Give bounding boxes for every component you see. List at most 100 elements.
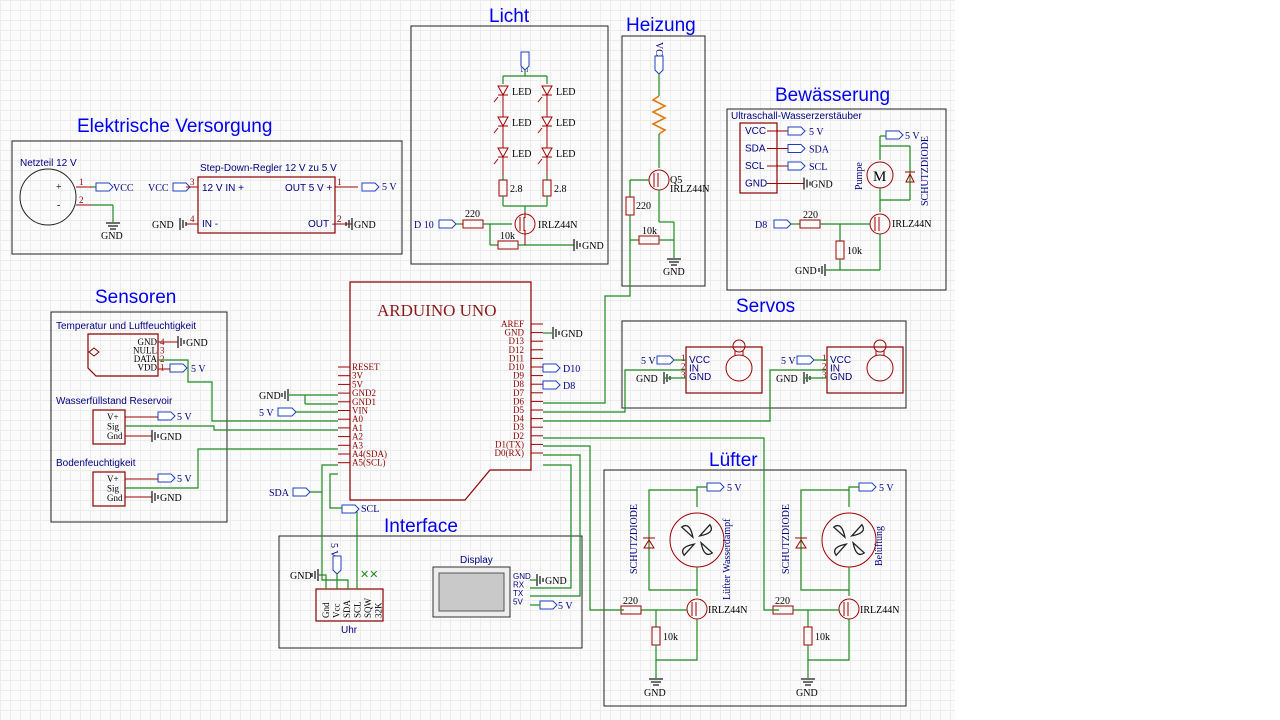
arduino-pin-a0: A0 [352,414,363,424]
fan-symbol [669,512,725,568]
svg-text:5 V: 5 V [191,364,206,375]
licht-resistor-label: 2.8 [510,184,523,195]
svg-text:SCL: SCL [361,504,379,515]
title-luefter: Lüfter [709,450,758,471]
temp-pin-number: 1 [160,363,165,373]
display-pin-5v: 5V [513,598,523,607]
arduino-pin-d1(tx): D1(TX) [495,439,524,449]
svg-text:2: 2 [79,195,84,205]
arduino-pin-a1: A1 [352,423,363,433]
temp-pin-null: NULL [133,346,157,356]
arduino-pin-d10: D10 [509,362,525,372]
netzteil-symbol [19,168,77,226]
zerstaeuber-net: SCL [809,162,827,173]
arduino-pin-a5(scl): A5(SCL) [352,458,386,468]
sensor-pin-vplus: V+ [107,474,119,484]
servo-pin-vcc: VCC [830,355,851,366]
zerstaeuber-body [739,122,778,194]
servo-body [685,346,763,394]
arduino-pin-d6: D6 [513,396,524,406]
arduino-pin-gnd1: GND1 [352,397,376,407]
fan-r10k [803,626,813,646]
title-servos: Servos [736,296,795,317]
fan-mosfet [838,598,860,620]
svg-text:5 V: 5 V [558,601,573,612]
svg-text:IRLZ44N: IRLZ44N [892,219,931,230]
sensor-pin-gnd: Gnd [107,431,123,441]
boden-sensor-body [92,471,126,507]
svg-text:1: 1 [681,353,686,363]
label-uhr: Uhr [341,625,358,636]
svg-text:12 V IN +: 12 V IN + [202,183,244,194]
arduino-left-pins: RESET3V5VGND2GND1VINA0A1A2A3A4(SDA)A5(SC… [338,362,387,468]
arduino-body [349,281,532,501]
arduino-pin-aref: AREF [501,319,524,329]
arduino-pin-d5: D5 [513,405,524,415]
svg-text:1: 1 [79,177,84,187]
svg-text:VCC: VCC [148,183,169,194]
svg-text:3: 3 [681,370,686,380]
arduino-gnd-right: GND [543,327,583,340]
svg-text:5 V: 5 V [382,182,397,193]
zerstaeuber-net: SDA [809,145,830,156]
regler-body [197,176,336,234]
svg-text:GND: GND [354,220,376,231]
temp-pin-data: DATA [134,354,158,364]
label-boden-sensor: Bodenfeuchtigkeit [56,458,136,469]
arduino-pin-d8: D8 [513,379,524,389]
licht-led-label: LED [556,149,575,160]
heizung-r220 [625,196,635,216]
display-screen [438,572,505,612]
svg-text:IN -: IN - [202,219,218,230]
title-versorgung: Elektrische Versorgung [77,116,272,137]
fan-r10k [651,626,661,646]
licht-led [541,85,553,97]
licht-resistor-label: 2.8 [554,184,567,195]
frame-luefter [603,469,907,707]
frame-bewaesserung [726,108,947,291]
frame-versorgung [11,140,403,255]
licht-led-label: LED [556,118,575,129]
svg-text:1: 1 [822,353,827,363]
wire-d7-heizung [543,240,631,404]
licht-resistor [542,179,552,197]
netzteil-plus: + [56,182,62,193]
svg-text:D8: D8 [755,220,767,231]
licht-led-label: LED [512,87,531,98]
wire-wasser-a1 [125,425,338,431]
bew-r10k [835,240,845,260]
arduino-pin-a3: A3 [352,440,363,450]
frame-licht [410,25,609,265]
netzteil-minus: - [57,200,60,211]
licht-vcc-flag [520,51,530,71]
display-pin-gnd: GND [513,572,531,581]
bew-mosfet [869,213,891,235]
arduino-pin-d4: D4 [513,414,524,424]
frame-servos [621,320,907,409]
fan-label: Belüftung [874,526,885,566]
label-regler: Step-Down-Regler 12 V zu 5 V [200,163,337,174]
svg-text:4: 4 [190,214,195,224]
wire-display-rx [530,464,572,589]
arduino-pin-d13: D13 [509,336,525,346]
arduino-pin-d2: D2 [513,431,524,441]
sensor-pin-sig: Sig [107,422,120,432]
fan-gnd: GND [644,688,666,699]
licht-led-label: LED [512,149,531,160]
temp-pin-number: 2 [160,354,165,364]
grid-background [0,0,955,720]
svg-text:2: 2 [822,362,827,372]
heizung-heater [651,95,667,135]
svg-text:10k: 10k [500,231,515,242]
uhr-pin-sqw: SQW [363,597,373,618]
wire-d3-fan2 [543,437,779,611]
fan-gnd: GND [796,688,818,699]
arduino-pin-vin: VIN [352,406,368,416]
heizung-r10k [638,235,660,245]
svg-text:GND: GND [582,241,604,252]
